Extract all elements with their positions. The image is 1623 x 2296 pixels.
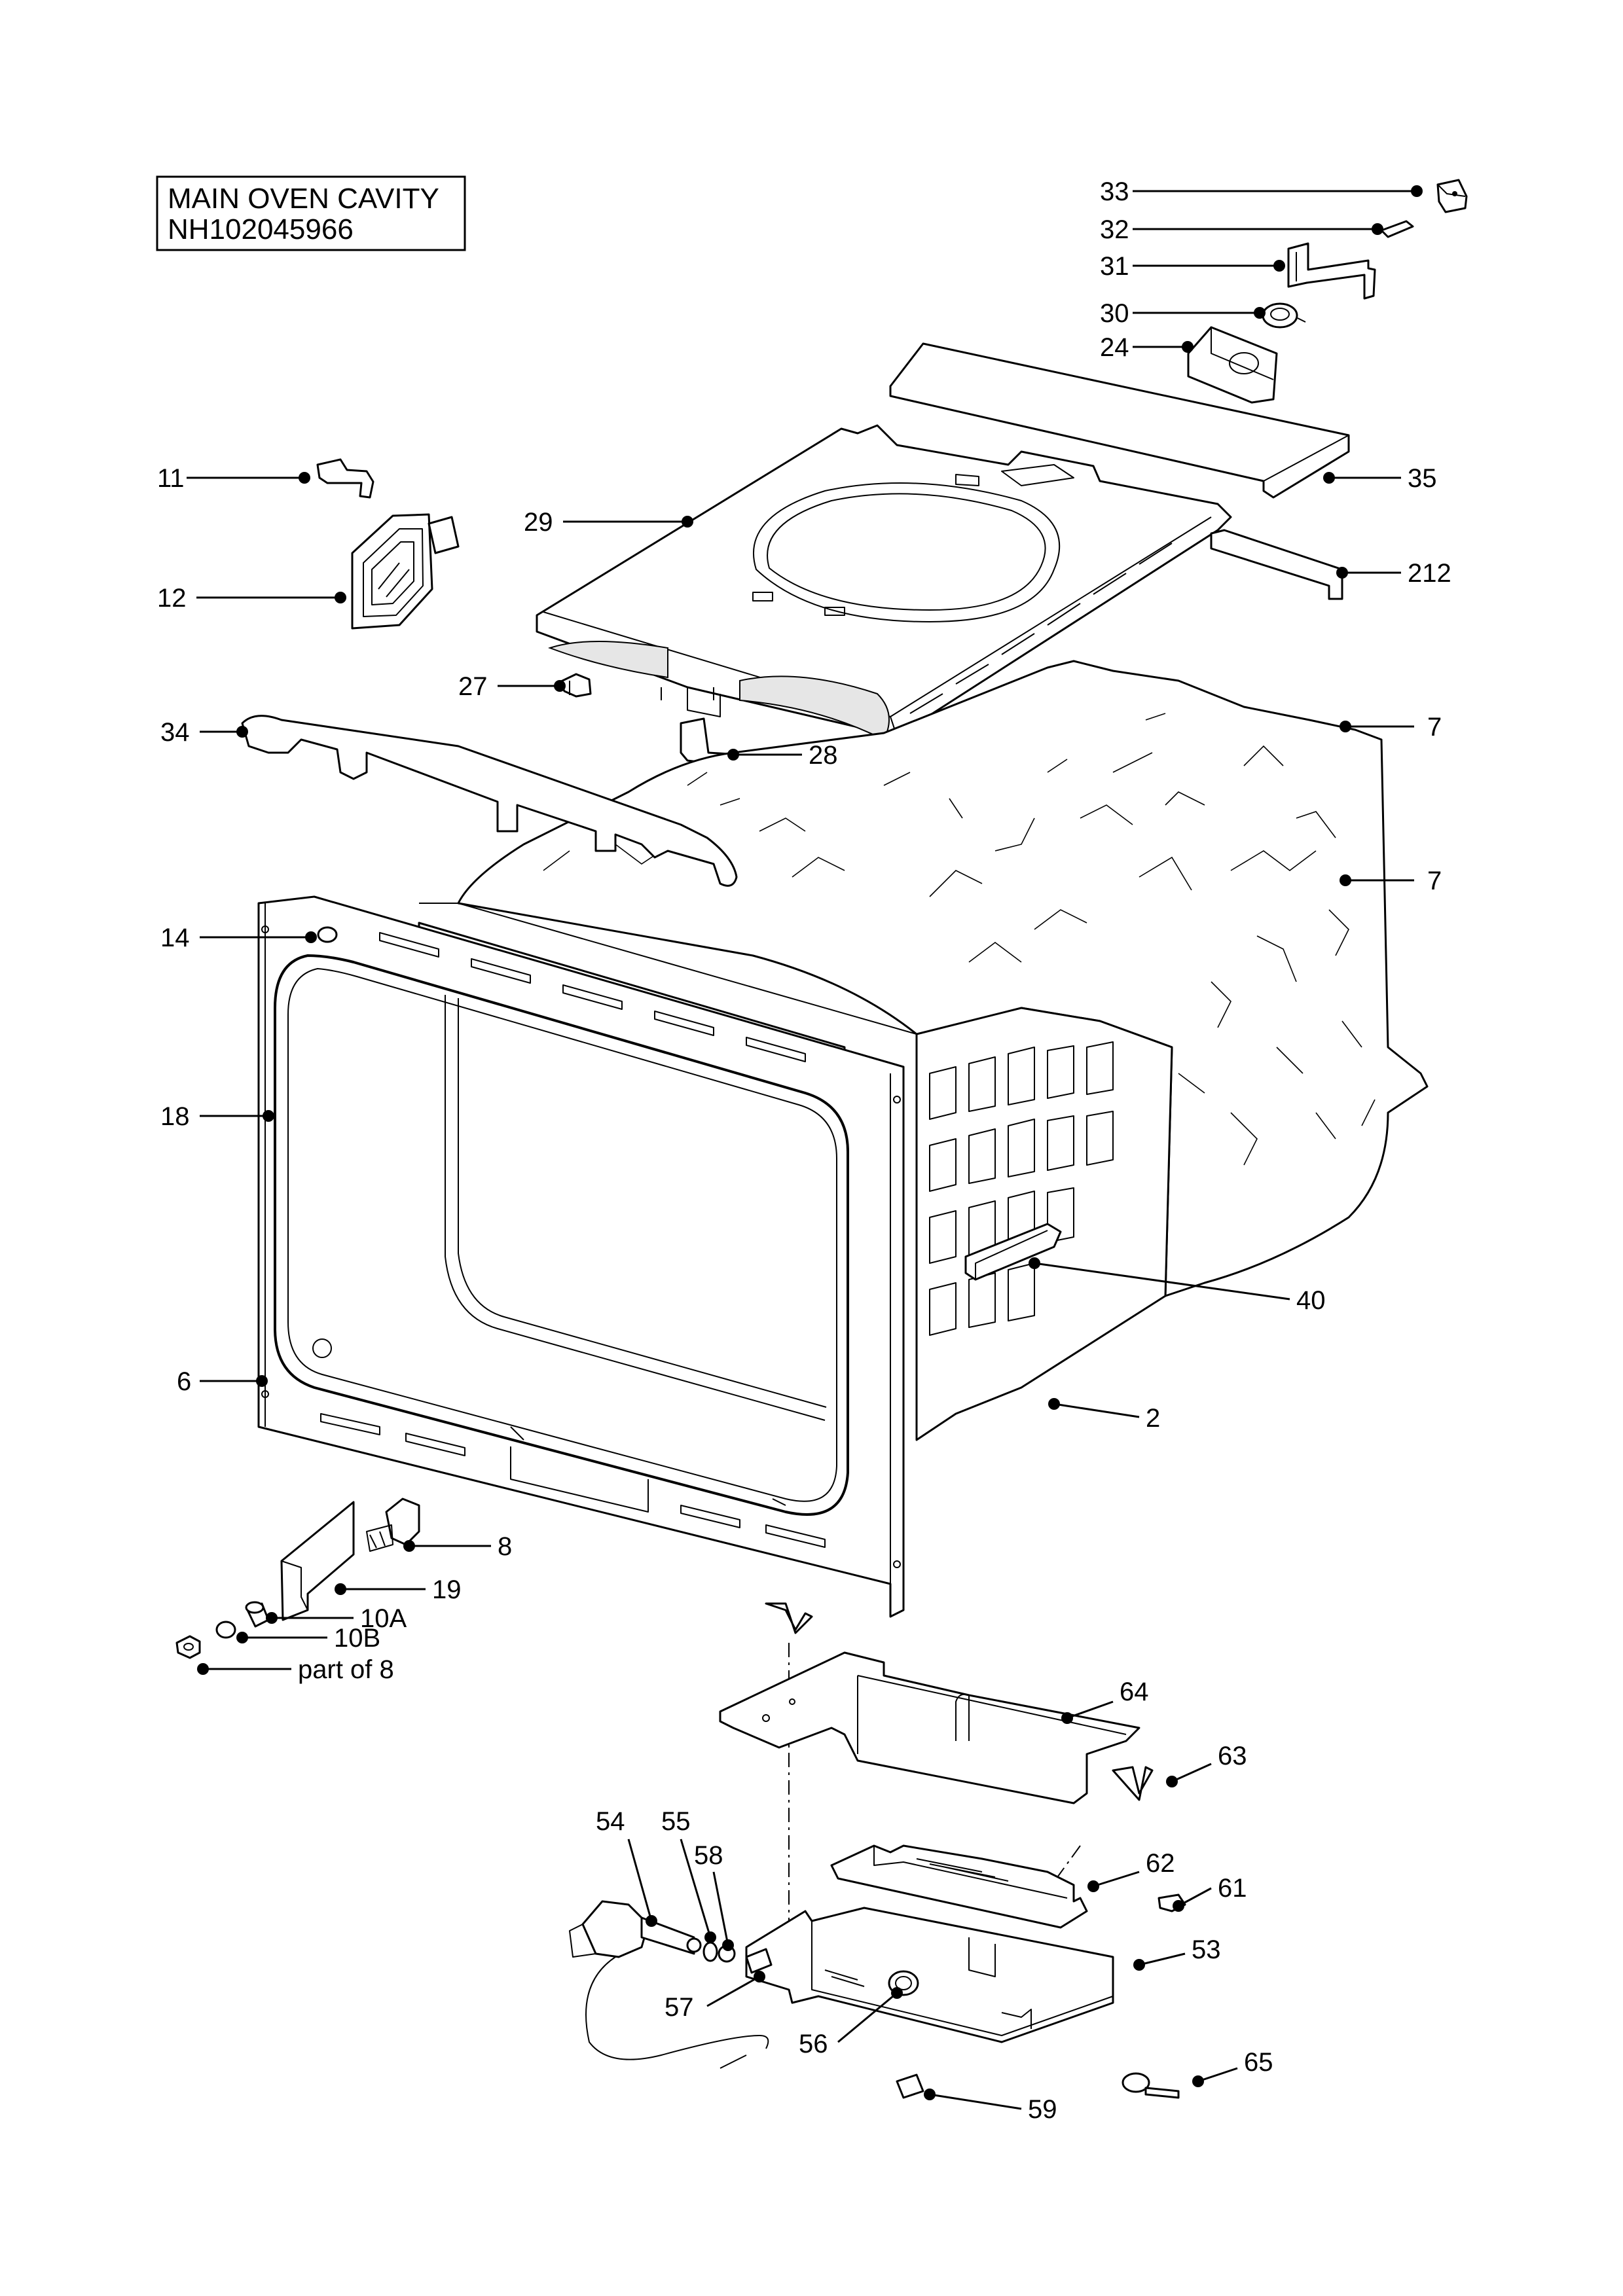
part-10a-plunger — [245, 1601, 270, 1628]
part-57-injector — [745, 1948, 773, 1974]
callout-10a: 10A — [360, 1604, 407, 1633]
callout-57: 57 — [665, 1993, 694, 2022]
callout-212: 212 — [1408, 559, 1451, 588]
callout-labels: 33 32 31 30 24 35 212 29 11 12 27 28 34 … — [157, 177, 1451, 2124]
part-7-insulation — [457, 660, 1429, 1297]
part-59-clip — [896, 2073, 924, 2099]
part-12-lamp-cover — [351, 513, 460, 630]
callout-32: 32 — [1100, 215, 1129, 244]
part-18-door-seal — [274, 954, 849, 1516]
callout-10b: 10B — [334, 1624, 380, 1653]
callout-30: 30 — [1100, 299, 1129, 328]
callout-7-top: 7 — [1427, 713, 1442, 742]
callout-part-of-8: part of 8 — [298, 1655, 394, 1684]
callout-35: 35 — [1408, 464, 1437, 493]
callout-54: 54 — [596, 1807, 625, 1836]
part-32-pin — [1380, 220, 1414, 238]
part-35-top-panel — [889, 342, 1350, 499]
callout-40: 40 — [1296, 1286, 1326, 1315]
callout-7-side: 7 — [1427, 867, 1442, 895]
callout-62: 62 — [1146, 1849, 1175, 1878]
part-40-bracket — [964, 1223, 1062, 1281]
callout-28: 28 — [809, 741, 838, 770]
callout-59: 59 — [1028, 2095, 1057, 2124]
part-54-thermocouple — [569, 1900, 769, 2069]
callout-56: 56 — [799, 2030, 828, 2058]
callout-8: 8 — [498, 1532, 512, 1561]
part-29-top-plate — [536, 424, 1232, 741]
callout-58: 58 — [694, 1841, 723, 1870]
part-64-burner-cover — [719, 1651, 1140, 1804]
callout-6: 6 — [177, 1367, 191, 1396]
callout-63: 63 — [1218, 1742, 1247, 1770]
callout-34: 34 — [160, 718, 190, 747]
part-clip-top — [765, 1602, 813, 1634]
callout-61: 61 — [1218, 1874, 1247, 1903]
part-53-burner-tray — [745, 1907, 1114, 2043]
part-10b-cap — [215, 1621, 236, 1639]
part-24-lamp-bracket — [1187, 326, 1278, 404]
part-34-front-trim — [241, 715, 738, 887]
callout-11: 11 — [157, 464, 185, 493]
callout-27: 27 — [458, 672, 488, 701]
callout-64: 64 — [1120, 1677, 1149, 1706]
part-212-side-strip — [1210, 529, 1343, 600]
part-55-washer — [702, 1941, 718, 1962]
part-11-clip — [316, 458, 374, 499]
part-63-clip — [1112, 1766, 1154, 1801]
callout-55: 55 — [661, 1807, 691, 1836]
callout-18: 18 — [160, 1102, 190, 1131]
part-27-clip — [558, 673, 592, 698]
callout-33: 33 — [1100, 177, 1129, 206]
part-8-door-switch — [366, 1498, 420, 1552]
callout-14: 14 — [160, 924, 190, 952]
part-14-grommet — [317, 926, 338, 943]
part-6-front-frame — [257, 895, 905, 1618]
callout-31: 31 — [1100, 252, 1129, 281]
callout-65: 65 — [1244, 2048, 1273, 2077]
part-62-burner — [830, 1844, 1088, 1929]
callout-53: 53 — [1192, 1935, 1221, 1964]
callout-24: 24 — [1100, 333, 1129, 362]
callout-19: 19 — [432, 1575, 462, 1604]
part-31-bracket — [1287, 242, 1376, 300]
part-nut-part-of-8 — [175, 1635, 201, 1659]
callout-2: 2 — [1146, 1404, 1160, 1433]
leader-lines — [187, 185, 1423, 2110]
title-line-1: MAIN OVEN CAVITY — [168, 183, 439, 215]
part-65-electrode — [1122, 2072, 1180, 2099]
part-33-bracket — [1436, 179, 1468, 213]
callout-12: 12 — [157, 584, 187, 613]
part-19-switch-bracket — [280, 1501, 355, 1621]
title-block: MAIN OVEN CAVITY NH102045966 — [156, 175, 466, 251]
callout-29: 29 — [524, 508, 553, 537]
title-line-2: NH102045966 — [168, 213, 354, 245]
